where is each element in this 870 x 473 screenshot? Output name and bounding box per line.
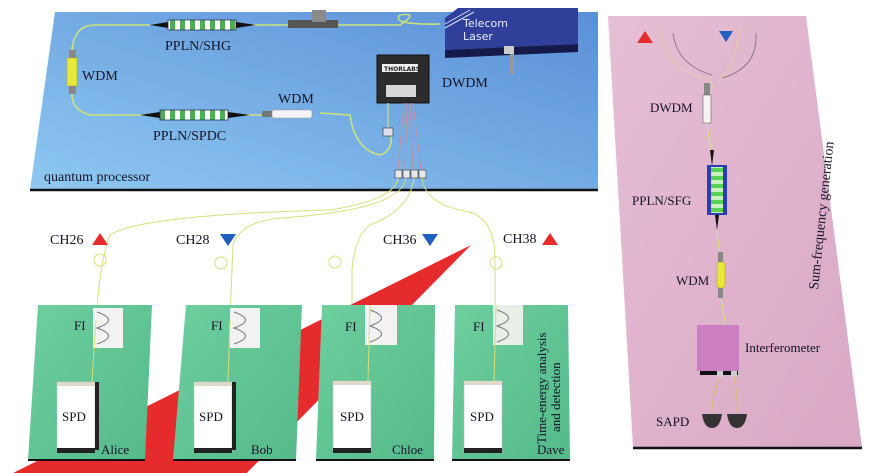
channel-label-ch28: CH28: [176, 233, 209, 248]
spd-label: SPD: [470, 409, 494, 424]
red-up-triangle-icon: [637, 31, 653, 43]
filter-curve-icon: [368, 309, 382, 343]
dwdm-module: THORLABS: [376, 54, 430, 104]
interferometer-label: Interferometer: [745, 340, 821, 355]
inline-filter-component: [288, 10, 338, 28]
ppln-shg-crystal: [150, 19, 256, 31]
fiber-coil-ch28: [214, 256, 228, 270]
sapd-detector-1: [702, 414, 722, 428]
telecom-laser: Telecom Laser: [444, 8, 578, 74]
fiber-coil-ch36: [328, 255, 342, 269]
sfg-board: DWDM PPLN/SFG WDM Interferometer SAPD: [608, 16, 862, 450]
sfg-dwdm-label: DWDM: [650, 100, 693, 115]
filter-label: FI: [345, 319, 357, 334]
quantum-processor-board: PPLN/SHG WDM PPLN/SPDC WDM: [30, 8, 598, 192]
detection-board-alice: FI SPD Alice: [28, 305, 152, 461]
input-connector: [382, 127, 394, 137]
detection-board-dave: FI SPD Dave Time-energy analysis and det…: [452, 305, 570, 461]
fiber-coil-ch38: [489, 256, 503, 270]
wdm-middle-label: WDM: [278, 92, 314, 107]
sapd-label: SAPD: [656, 414, 689, 429]
filter-curve-icon: [95, 311, 109, 345]
distribution-fibers: [93, 177, 503, 321]
blue-down-triangle-icon: [220, 234, 236, 246]
detection-board-chloe: FI SPD Chloe: [316, 305, 435, 461]
wdm-left-label: WDM: [82, 69, 118, 84]
spd-detector: [56, 381, 96, 453]
dwdm-output-fibers: [397, 102, 422, 171]
channel-label-ch38: CH38: [503, 232, 536, 247]
spd-detector: [463, 380, 503, 453]
user-name-bob: Bob: [251, 442, 273, 457]
ppln-shg-label: PPLN/SHG: [165, 39, 231, 54]
sapd-detector-2: [727, 414, 747, 428]
spd-label: SPD: [199, 409, 223, 424]
laser-label-line2: Laser: [463, 30, 493, 43]
filter-label: FI: [473, 319, 485, 334]
dwdm-brand: THORLABS: [384, 66, 420, 73]
blue-down-triangle-icon: [422, 234, 438, 246]
filter-curve-icon: [232, 311, 246, 345]
filter-label: FI: [74, 318, 86, 333]
channel-label-ch36: CH36: [383, 233, 416, 248]
detector-fibers: [91, 304, 497, 383]
fiber-coil-ch26: [93, 253, 107, 267]
detection-caption-line1: Time-energy analysis: [534, 332, 549, 444]
user-name-dave: Dave: [537, 442, 565, 457]
wdm-middle-component: [262, 109, 313, 119]
spd-label: SPD: [340, 409, 364, 424]
detection-caption-line2: and detection: [548, 362, 563, 432]
user-name-chloe: Chloe: [392, 442, 423, 457]
processor-title: quantum processor: [44, 170, 150, 185]
laser-label-line1: Telecom: [462, 17, 508, 30]
spd-label: SPD: [62, 409, 86, 424]
channel-connectors: [394, 169, 427, 179]
dwdm-label: DWDM: [442, 76, 488, 91]
filter-label: FI: [211, 318, 223, 333]
user-name-alice: Alice: [101, 442, 129, 457]
sfg-wdm-label: WDM: [676, 273, 710, 288]
spd-detector: [193, 381, 233, 453]
spd-detector: [332, 380, 372, 453]
red-up-triangle-icon: [542, 233, 558, 245]
filter-box: [493, 305, 523, 345]
detection-board-bob: FI SPD Bob: [173, 305, 302, 461]
filter-box: [365, 305, 397, 345]
red-up-triangle-icon: [92, 233, 108, 245]
ppln-sfg-label: PPLN/SFG: [632, 193, 691, 208]
ppln-spdc-label: PPLN/SPDC: [153, 129, 226, 144]
sfg-wdm-component: [716, 252, 726, 298]
blue-down-triangle-icon: [719, 31, 733, 42]
channel-label-ch26: CH26: [50, 233, 83, 248]
ppln-sfg-crystal: [707, 165, 727, 215]
sfg-dwdm-component: [702, 83, 712, 124]
interferometer-box: [697, 325, 739, 377]
filter-curve-icon: [495, 309, 509, 343]
wdm-left-component: [66, 50, 78, 94]
ppln-spdc-crystal: [140, 109, 250, 121]
